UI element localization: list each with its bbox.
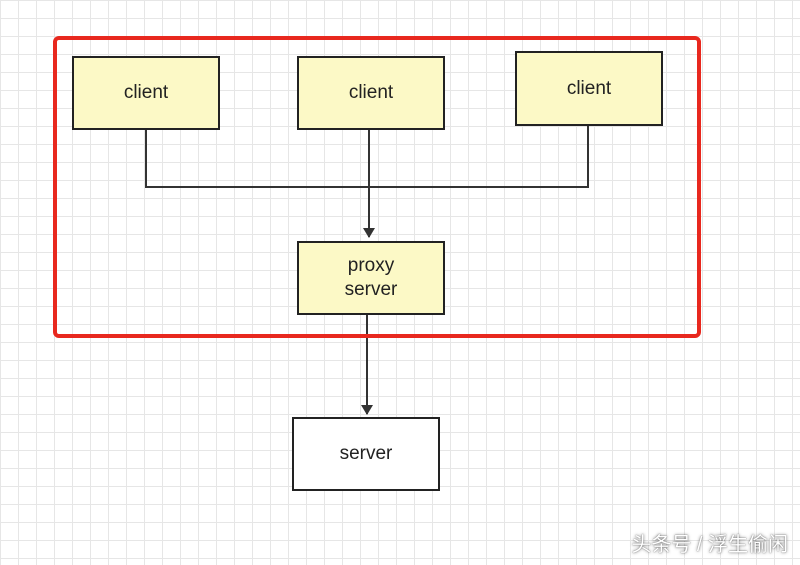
proxy-server-label-line1: proxy — [347, 255, 395, 276]
client-side-highlight — [53, 36, 701, 338]
proxy-server-node: proxy server — [297, 241, 445, 315]
client-node-2-label: client — [348, 82, 394, 103]
proxy-server-label-line2: server — [344, 279, 398, 300]
client-node-3-label: client — [566, 77, 612, 99]
proxy-server-label: proxy server — [345, 254, 398, 302]
client-node-3: client — [515, 51, 663, 126]
server-node-label: server — [339, 443, 393, 464]
watermark: 头条号 / 浮生偷闲 — [631, 534, 788, 556]
server-node: server — [292, 417, 440, 491]
client-node-2: client — [297, 56, 445, 130]
client-node-1-label: client — [123, 82, 169, 103]
client-node-1: client — [72, 56, 220, 130]
